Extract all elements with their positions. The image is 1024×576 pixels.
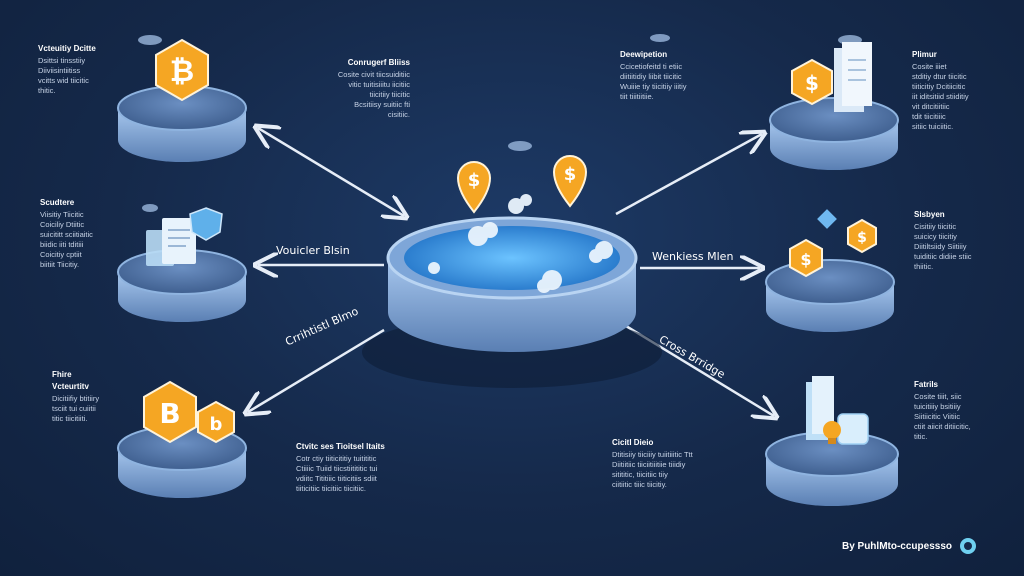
svg-text:₿: ₿ [170, 54, 194, 89]
node-text-bottom-center: Ctvitc ses Tioitsel ltaits Cotr ctiy tii… [296, 442, 436, 494]
cube-icon [817, 209, 837, 229]
node-subtitle: Vcteurtitv [52, 382, 89, 391]
platform-mid-right: $ $ [765, 209, 895, 332]
node-text-bottom-left: Fhire Vcteurtitv Dicitiifiy btitiiry tsc… [52, 370, 132, 424]
node-body: Dicitiifiy btitiiry tsciit tui cuiitii t… [52, 394, 100, 423]
node-body: Cosite tiiit, siic tuicitiiiy bsitiiiy S… [914, 392, 971, 441]
server-icon [834, 42, 872, 112]
dollar-pin-icon-right: $ [552, 155, 588, 208]
node-body: Cosite civit tiicsuiditiic vitic tuitisi… [337, 70, 410, 119]
svg-text:$: $ [564, 164, 577, 185]
node-text-top-right-center: Deewipetion Ccicetiofeitd ti etiic diiti… [620, 50, 730, 102]
svg-text:$: $ [857, 230, 867, 246]
node-title: Fatrils [914, 380, 939, 389]
svg-text:b: b [210, 414, 223, 435]
node-body: Dsittsi tinsstiiy Diiviisintiitiss vcitt… [38, 56, 89, 95]
platform-bottom-left: B b [117, 380, 247, 498]
node-title: Vcteuitiy Dcitte [38, 44, 96, 53]
platform-bottom-right [765, 376, 899, 506]
node-body: Viisitiy Tiicitic Coiciliy Dtiitic suici… [40, 210, 93, 269]
node-body: Ccicetiofeitd ti etiic diitiitidiy liibi… [620, 62, 687, 101]
node-title: Cicitl Dieio [612, 438, 654, 447]
footer-brand: By PuhlMto-ccupessso [842, 538, 976, 554]
shield-icon [189, 207, 223, 241]
node-title: Plimur [912, 50, 937, 59]
bitcoin-icon-large: B [143, 380, 197, 444]
server-icon [806, 376, 834, 440]
dollar-coin-icon: $ [789, 238, 823, 278]
node-text-top-left: Vcteuitiy Dcitte Dsittsi tinsstiiy Diivi… [38, 44, 118, 96]
node-text-top-center: Conrugerf Bliiss Cosite civit tiicsuidit… [290, 58, 410, 120]
dollar-coin-icon-small: $ [847, 218, 877, 254]
document-icon [146, 218, 196, 266]
cloud-icons [138, 34, 862, 212]
node-text-bottom-right: Fatrils Cosite tiiit, siic tuicitiiiy bs… [914, 380, 1010, 442]
node-body: Cosite iiiet stditiy dtur tiicitic tiiti… [912, 62, 969, 131]
lightbulb-icon [823, 421, 841, 444]
bitcoin-icon: ₿ [155, 38, 209, 102]
node-text-top-right: Plimur Cosite iiiet stditiy dtur tiiciti… [912, 50, 1008, 132]
node-title: Ctvitc ses Tioitsel ltaits [296, 442, 385, 451]
node-text-mid-left: Scudtere Viisitiy Tiicitic Coiciliy Dtii… [40, 198, 116, 270]
ice-floes [428, 194, 613, 293]
svg-text:$: $ [468, 170, 481, 191]
node-text-mid-right: Slsbyen Cisitiiy tiicitic suicicy tiicit… [914, 210, 1010, 272]
node-body: Dtitisiiy tiiciiiy tuiitiiitic Ttt Diiti… [612, 450, 693, 489]
edge-label-left-mid: Vouicler Blsin [276, 244, 350, 257]
platform-top-right: $ [769, 42, 899, 170]
node-title: Scudtere [40, 198, 75, 207]
svg-text:$: $ [805, 71, 819, 95]
dollar-coin-icon: $ [791, 58, 833, 106]
svg-text:$: $ [800, 250, 811, 269]
water-pool [404, 226, 620, 290]
node-body: Cotr ctiy tiiticititiy tuitititic Ctiiii… [296, 454, 378, 493]
arrow-top-left [258, 128, 404, 216]
platform-mid-left [117, 207, 247, 322]
dollar-pin-icon-left: $ [456, 161, 492, 214]
brand-text: By PuhlMto-ccupessso [841, 540, 952, 552]
bitcoin-icon-small: b [197, 400, 235, 444]
node-title: Slsbyen [914, 210, 945, 219]
arrow-bottom-left [248, 328, 385, 412]
node-title: Fhire [52, 370, 72, 379]
platform-top-left: ₿ [117, 38, 247, 162]
central-hub-platform: $ $ [362, 155, 662, 388]
edge-label-right-mid: Wenkiess Mlen [652, 250, 734, 263]
brand-logo-icon [960, 538, 976, 554]
node-body: Cisitiiy tiicitic suicicy tiicitiy Diiti… [914, 222, 972, 271]
node-text-bottom-right-center: Cicitl Dieio Dtitisiiy tiiciiiy tuiitiii… [612, 438, 742, 490]
node-title: Deewipetion [620, 50, 668, 59]
ice-cube-icon [837, 413, 869, 445]
arrow-top-right [615, 134, 762, 216]
node-title: Conrugerf Bliiss [347, 58, 410, 67]
svg-text:B: B [159, 397, 180, 430]
